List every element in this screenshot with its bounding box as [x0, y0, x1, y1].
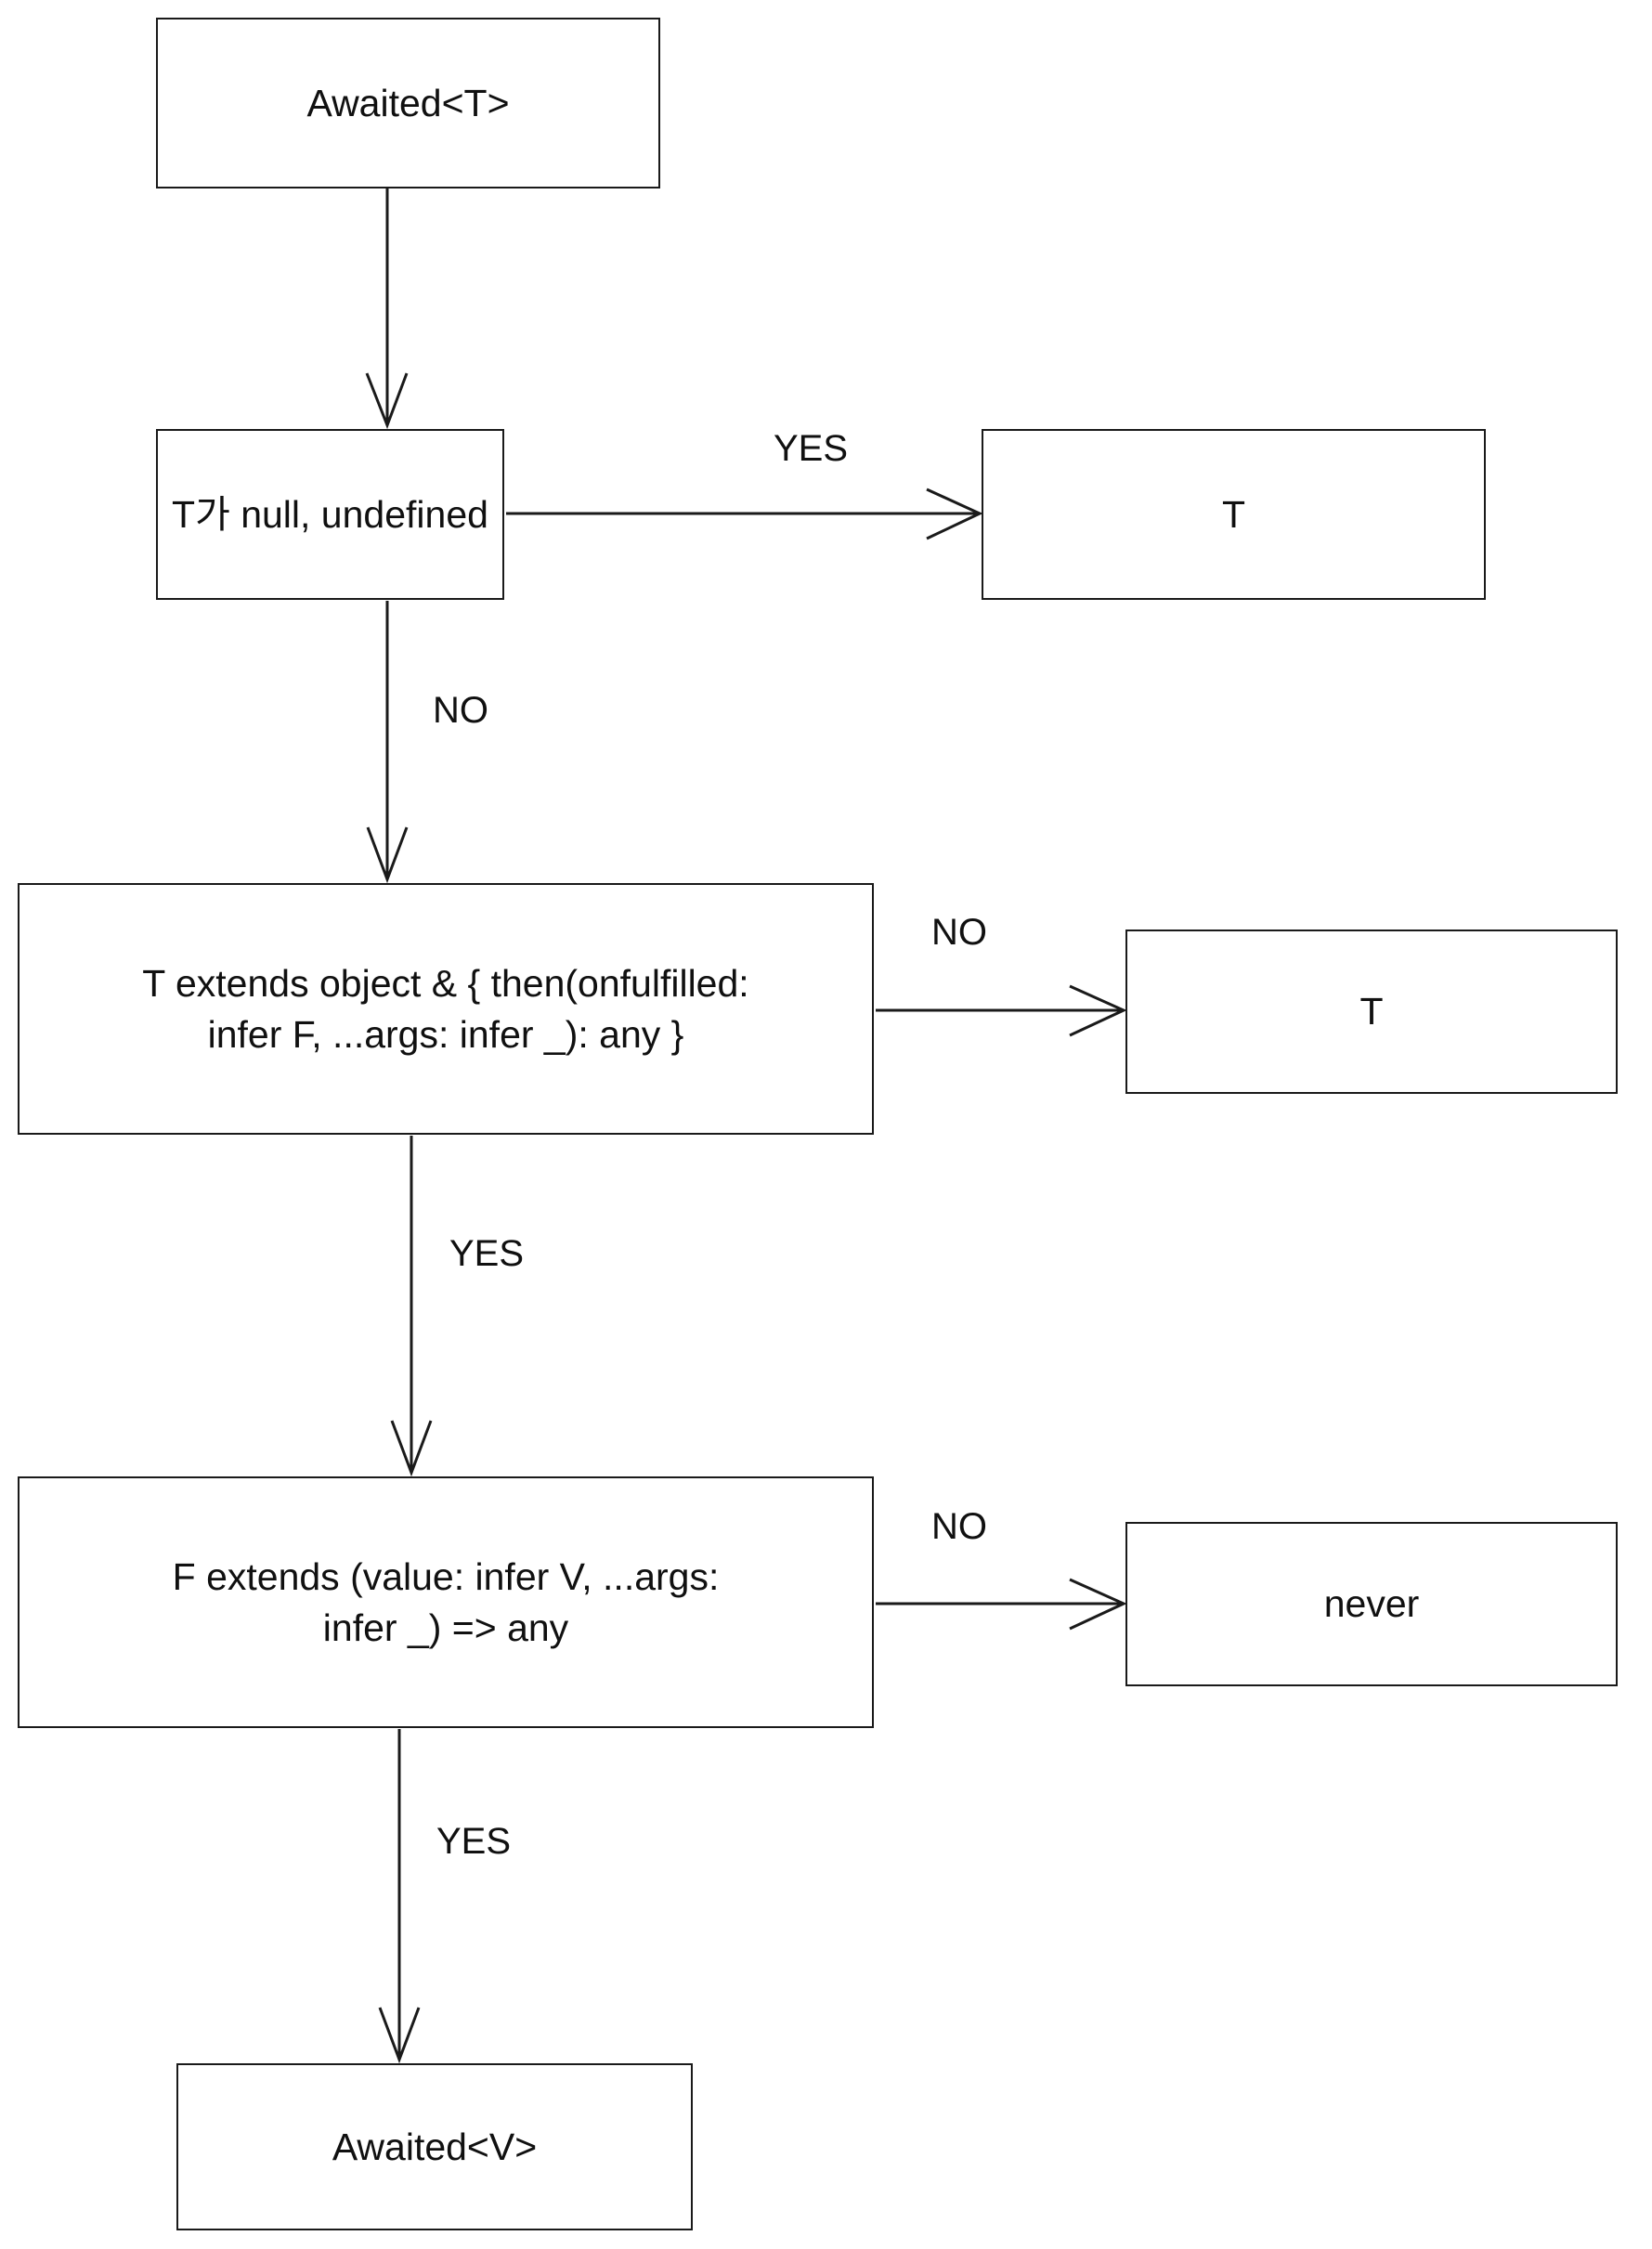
node-check-t-null-undefined-label: T가 null, undefined [172, 492, 488, 536]
node-check-t-extends-thenable[interactable]: T extends object & { then(onfulfilled: i… [18, 883, 874, 1135]
edge-check-null-to-check-thenable-no [366, 601, 409, 884]
node-result-t-second-label: T [1359, 990, 1384, 1034]
node-result-awaited-v-label: Awaited<V> [332, 2125, 538, 2168]
node-result-awaited-v[interactable]: Awaited<V> [176, 2063, 693, 2230]
edge-label-no-thenable: NO [931, 912, 987, 953]
node-check-f-extends-callable-label: F extends (value: infer V, ...args: infe… [172, 1555, 720, 1649]
edge-label-yes-callable: YES [436, 1821, 512, 1862]
node-result-never[interactable]: never [1125, 1522, 1618, 1686]
edge-start-to-check-null [365, 188, 409, 430]
edge-label-yes-null: YES [774, 428, 849, 469]
edge-check-callable-to-awaited-v-yes [378, 1729, 421, 2064]
edge-check-callable-to-result-never-no [876, 1578, 1127, 1631]
node-result-t-first[interactable]: T [982, 429, 1486, 600]
edge-check-null-to-result-t-yes [506, 488, 983, 540]
node-check-t-null-undefined[interactable]: T가 null, undefined [156, 429, 504, 600]
edge-label-no-null: NO [433, 690, 488, 731]
edge-label-yes-thenable: YES [449, 1233, 525, 1274]
node-result-never-label: never [1323, 1582, 1420, 1626]
node-check-t-extends-thenable-label: T extends object & { then(onfulfilled: i… [142, 962, 749, 1056]
node-check-f-extends-callable[interactable]: F extends (value: infer V, ...args: infe… [18, 1476, 874, 1728]
node-awaited-t-label: Awaited<T> [306, 81, 510, 124]
node-result-t-second[interactable]: T [1125, 930, 1618, 1094]
edge-check-thenable-to-check-callable-yes [390, 1136, 433, 1477]
node-awaited-t[interactable]: Awaited<T> [156, 18, 660, 188]
edge-check-thenable-to-result-t-no [876, 984, 1127, 1037]
edge-label-no-callable: NO [931, 1506, 987, 1547]
node-result-t-first-label: T [1221, 492, 1246, 536]
